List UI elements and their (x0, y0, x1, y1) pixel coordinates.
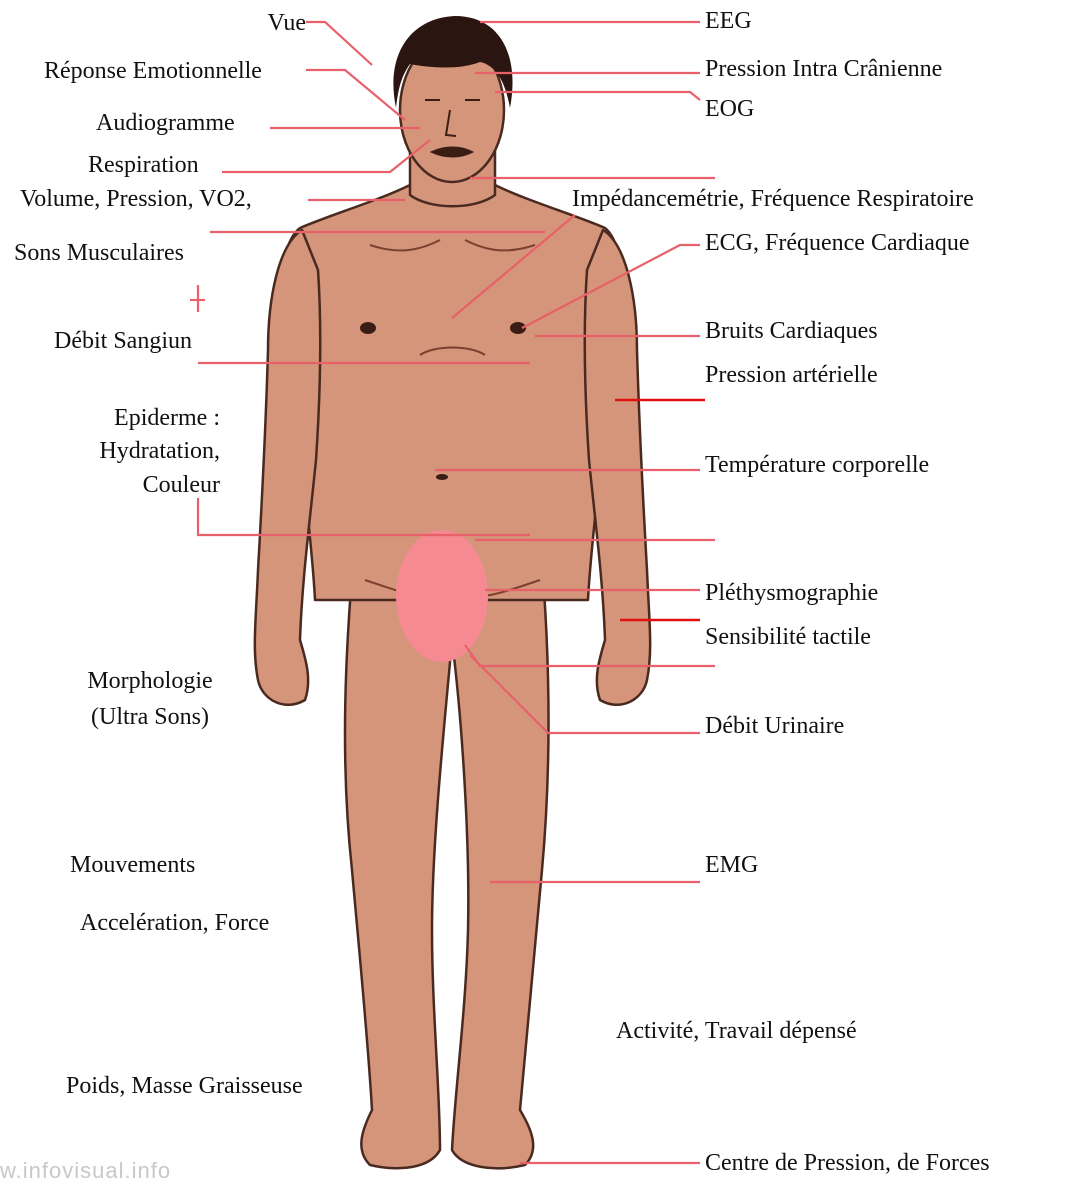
label-plethysmographie: Pléthysmographie (705, 580, 878, 606)
label-poids-masse: Poids, Masse Graisseuse (66, 1073, 303, 1099)
label-hydratation: Hydratation, (60, 438, 220, 464)
label-vue: Vue (190, 10, 306, 36)
navel (436, 474, 448, 480)
label-centre-pression: Centre de Pression, de Forces (705, 1150, 990, 1176)
label-couleur: Couleur (60, 472, 220, 498)
label-volume-pression: Volume, Pression, VO2, (20, 186, 252, 212)
watermark: w.infovisual.info (0, 1158, 171, 1184)
label-ecg: ECG, Fréquence Cardiaque (705, 230, 970, 256)
censor-oval (396, 530, 488, 662)
label-sensibilite-tactile: Sensibilité tactile (705, 624, 871, 650)
label-acceleration-force: Accelération, Force (80, 910, 269, 936)
label-respiration: Respiration (88, 152, 199, 178)
label-bruits-cardiaques: Bruits Cardiaques (705, 318, 878, 344)
label-audiogramme: Audiogramme (96, 110, 235, 136)
label-eeg: EEG (705, 8, 752, 34)
label-pression-arterielle: Pression artérielle (705, 362, 878, 388)
label-morphologie: Morphologie (40, 668, 260, 694)
label-debit-sangiun: Débit Sangiun (54, 328, 192, 354)
label-pression-intra-cranienne: Pression Intra Crânienne (705, 56, 942, 82)
label-impedancemetrie: Impédancemétrie, Fréquence Respiratoire (572, 186, 974, 212)
left-nipple (360, 322, 376, 334)
label-temperature: Température corporelle (705, 452, 929, 478)
label-epiderme: Epiderme : (60, 405, 220, 431)
label-debit-urinaire: Débit Urinaire (705, 713, 844, 739)
label-activite: Activité, Travail dépensé (616, 1018, 857, 1044)
label-ultra-sons: (Ultra Sons) (40, 704, 260, 730)
label-eog: EOG (705, 96, 754, 122)
label-emg: EMG (705, 852, 758, 878)
label-sons-musculaires: Sons Musculaires (14, 240, 184, 266)
label-reponse-emotionnelle: Réponse Emotionnelle (44, 58, 262, 84)
label-mouvements: Mouvements (70, 852, 195, 878)
